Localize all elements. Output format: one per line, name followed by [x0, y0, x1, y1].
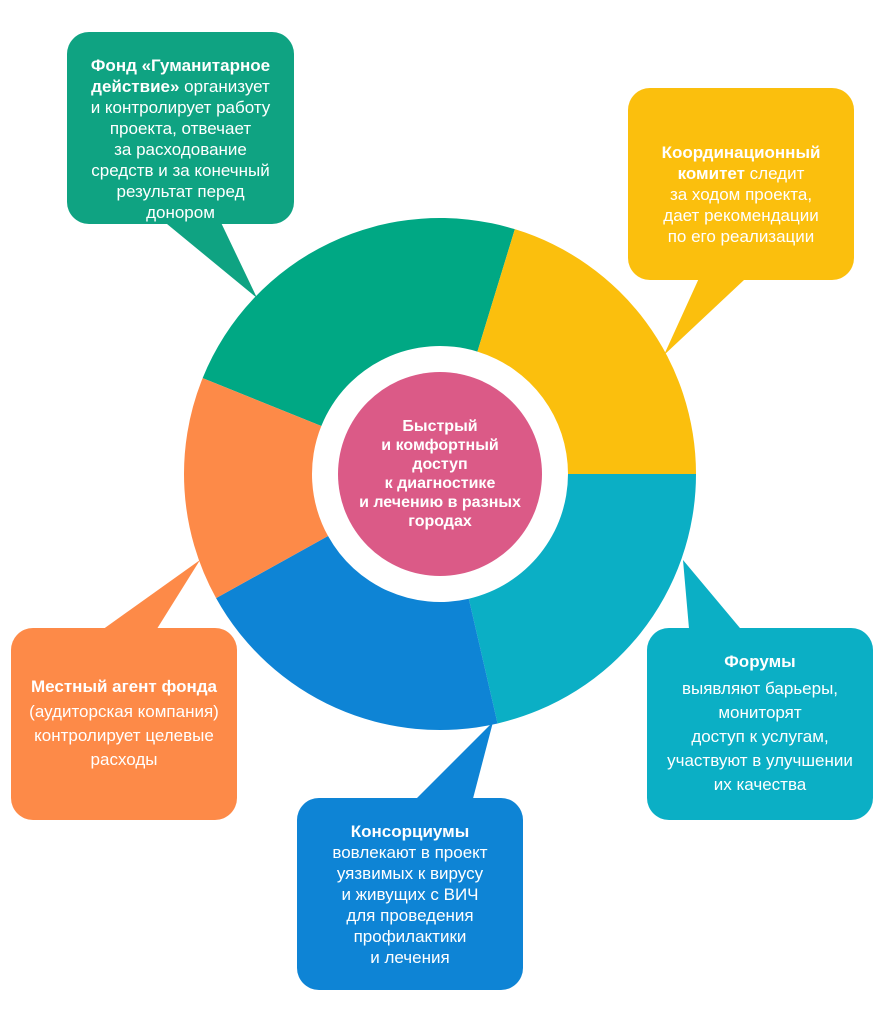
callout-agent-body: (аудиторская компания) контролирует целе…	[29, 702, 219, 769]
callout-committee-box	[628, 88, 854, 280]
callout-fund-box	[67, 32, 294, 224]
callout-agent-title: Местный агент фонда	[31, 677, 217, 696]
callout-fund-body: и контролирует работу проекта, отвечает …	[90, 97, 271, 222]
callout-agent-box	[11, 628, 237, 820]
callout-forums-pointer	[683, 560, 750, 640]
callout-fund: Фонд «Гуманитарное действие» организует …	[67, 32, 294, 224]
ring-segment-orange	[183, 378, 329, 599]
center-circle	[338, 372, 542, 576]
callout-agent: Местный агент фонда (аудиторская компани…	[11, 628, 237, 820]
callout-committee-pointer	[664, 265, 760, 355]
callout-consortia-pointer	[405, 722, 493, 810]
ring	[183, 218, 696, 730]
callout-fund-lead: организует	[179, 76, 270, 96]
callout-forums-box	[647, 628, 873, 820]
callout-committee-body: за ходом проекта, дает рекомендации по е…	[663, 185, 819, 246]
callout-forums-title: Форумы	[724, 652, 796, 671]
ring-segment-yellow	[477, 229, 696, 474]
callout-consortia-title: Консорциумы	[350, 821, 470, 841]
callout-consortia-body: вовлекают в проект уязвимых к вирусу и ж…	[332, 842, 488, 967]
callout-committee-title: Координационный комитет	[661, 143, 821, 183]
callout-forums: Форумы выявляют барьеры, мониторят досту…	[647, 628, 873, 820]
ring-segment-blue	[216, 536, 498, 730]
callout-committee-lead: следит	[744, 164, 805, 183]
callout-fund-pointer	[150, 210, 257, 298]
callout-consortia: Консорциумы вовлекают в проект уязвимых …	[297, 798, 523, 990]
callout-boxes	[11, 32, 873, 990]
ring-segment-green	[202, 218, 515, 427]
callout-consortia-box	[297, 798, 523, 990]
callout-forums-body: выявляют барьеры, мониторят доступ к усл…	[667, 679, 853, 794]
callout-committee: Координационный комитет следит за ходом …	[628, 88, 854, 280]
callout-agent-pointer	[88, 560, 200, 640]
center-label: Быстрый и комфортный доступ к диагностик…	[359, 418, 521, 530]
ring-segment-teal	[468, 474, 696, 724]
callout-tails	[88, 210, 760, 810]
callout-fund-title: Фонд «Гуманитарное действие»	[90, 55, 271, 96]
